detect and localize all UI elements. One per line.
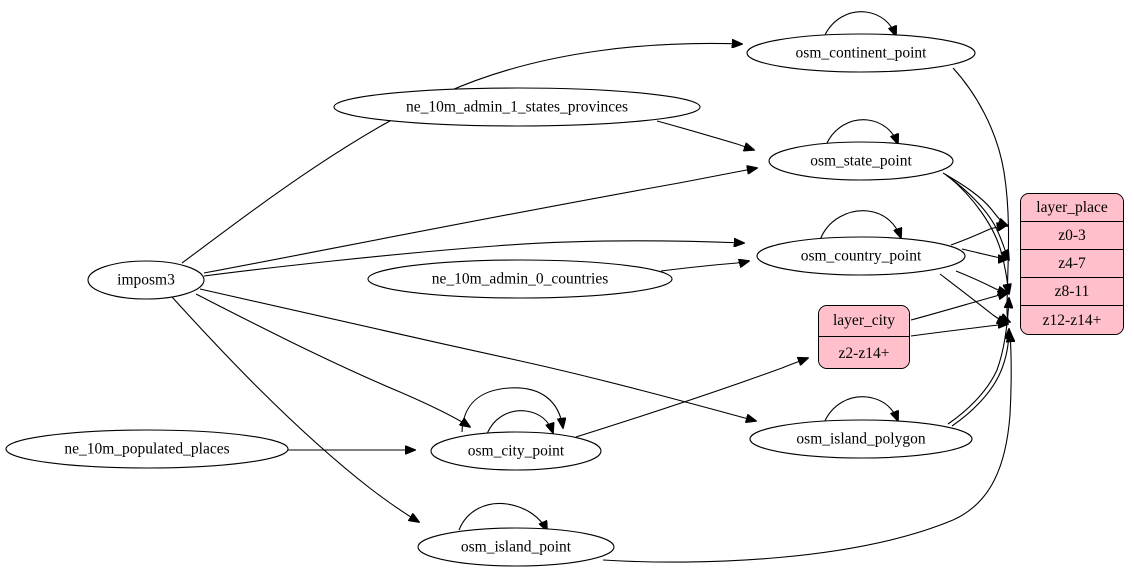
- edge-osm-island-polygon-to-layer-place-z8-11: [947, 298, 1009, 425]
- node-osm-island-point[interactable]: osm_island_point: [417, 527, 615, 567]
- edge-osm-country-point-to-layer-place-z0-3: [950, 225, 1007, 246]
- selfloop-osm-state-point: [825, 119, 898, 145]
- node-ne-10m-admin-0-countries[interactable]: ne_10m_admin_0_countries: [367, 259, 673, 299]
- node-osm-city-point[interactable]: osm_city_point: [430, 431, 602, 471]
- node-label-osm-island-polygon: osm_island_polygon: [796, 431, 925, 448]
- edge-osm-country-point-to-layer-place-z8-11: [955, 270, 1008, 293]
- node-label-ne-admin1: ne_10m_admin_1_states_provinces: [406, 99, 628, 116]
- edge-layer-city-to-layer-place-z8-11: [910, 293, 1008, 321]
- node-label-imposm3: imposm3: [117, 272, 175, 289]
- edge-layer-city-to-layer-place-z12: [910, 324, 1008, 337]
- layer-place-title: layer_place: [1021, 194, 1123, 222]
- edge-osm-city-point-to-layer-city: [575, 358, 808, 438]
- node-layer-city[interactable]: layer_city z2-z14+: [818, 305, 910, 369]
- node-osm-country-point[interactable]: osm_country_point: [756, 236, 966, 276]
- layer-city-row-z2-z14plus[interactable]: z2-z14+: [819, 337, 909, 368]
- edge-ne-admin0-to-osm-country-point: [660, 261, 749, 272]
- edge-osm-country-point-to-layer-place-z4-7: [961, 248, 1008, 259]
- selfloop-osm-country-point: [819, 210, 901, 241]
- node-layer-place[interactable]: layer_place z0-3 z4-7 z8-11 z12-z14+: [1020, 193, 1124, 335]
- node-label-osm-island-point: osm_island_point: [461, 539, 572, 556]
- node-ne-10m-populated-places[interactable]: ne_10m_populated_places: [5, 429, 289, 469]
- edge-osm-continent-point-to-layer-place-z12: [952, 67, 1010, 322]
- node-osm-state-point[interactable]: osm_state_point: [768, 141, 954, 181]
- node-label-osm-country-point: osm_country_point: [801, 248, 922, 265]
- layer-place-row-z4-7[interactable]: z4-7: [1021, 250, 1123, 278]
- selfloop-osm-island-polygon: [823, 396, 898, 424]
- node-label-osm-state-point: osm_state_point: [810, 153, 912, 170]
- edge-layer: [171, 11, 1011, 563]
- selfloop-osm-continent-point: [823, 11, 896, 37]
- edge-imposm3-to-osm-city-point: [195, 293, 470, 427]
- edge-osm-state-point-to-layer-place-z4-7: [945, 174, 1009, 260]
- edge-osm-island-polygon-to-layer-place-z12: [951, 329, 1009, 427]
- selfloop-osm-island-point: [458, 502, 547, 531]
- edge-imposm3-to-osm-continent-point: [181, 43, 742, 264]
- node-ne-10m-admin-1-states-provinces[interactable]: ne_10m_admin_1_states_provinces: [333, 87, 701, 127]
- node-label-osm-continent-point: osm_continent_point: [796, 45, 928, 62]
- node-label-osm-city-point: osm_city_point: [468, 443, 565, 460]
- edge-ne-admin1-to-osm-state-point: [656, 120, 754, 150]
- layer-place-row-z0-3[interactable]: z0-3: [1021, 222, 1123, 250]
- edge-arc-over-osm-city-point: [461, 387, 563, 433]
- node-osm-continent-point[interactable]: osm_continent_point: [746, 33, 976, 73]
- edge-imposm3-to-osm-country-point: [203, 241, 744, 277]
- layer-place-row-z12-z14plus[interactable]: z12-z14+: [1021, 306, 1123, 334]
- edge-imposm3-to-osm-island-polygon: [199, 288, 756, 421]
- selfloop-osm-city-point: [486, 410, 553, 434]
- edge-imposm3-to-osm-state-point: [203, 168, 757, 274]
- node-layer: imposm3 ne_10m_admin_1_states_provinces …: [5, 33, 976, 567]
- node-imposm3[interactable]: imposm3: [87, 260, 205, 300]
- layer-city-title: layer_city: [819, 306, 909, 337]
- node-osm-island-polygon[interactable]: osm_island_polygon: [749, 419, 973, 459]
- layer-place-row-z8-11[interactable]: z8-11: [1021, 278, 1123, 306]
- node-label-ne-populated: ne_10m_populated_places: [64, 441, 229, 458]
- edge-imposm3-to-osm-island-point: [171, 296, 419, 522]
- edge-osm-country-point-to-layer-place-z12: [939, 273, 1007, 324]
- edge-osm-island-point-to-layer-place-z12: [602, 332, 1011, 563]
- node-label-ne-admin0: ne_10m_admin_0_countries: [432, 271, 609, 288]
